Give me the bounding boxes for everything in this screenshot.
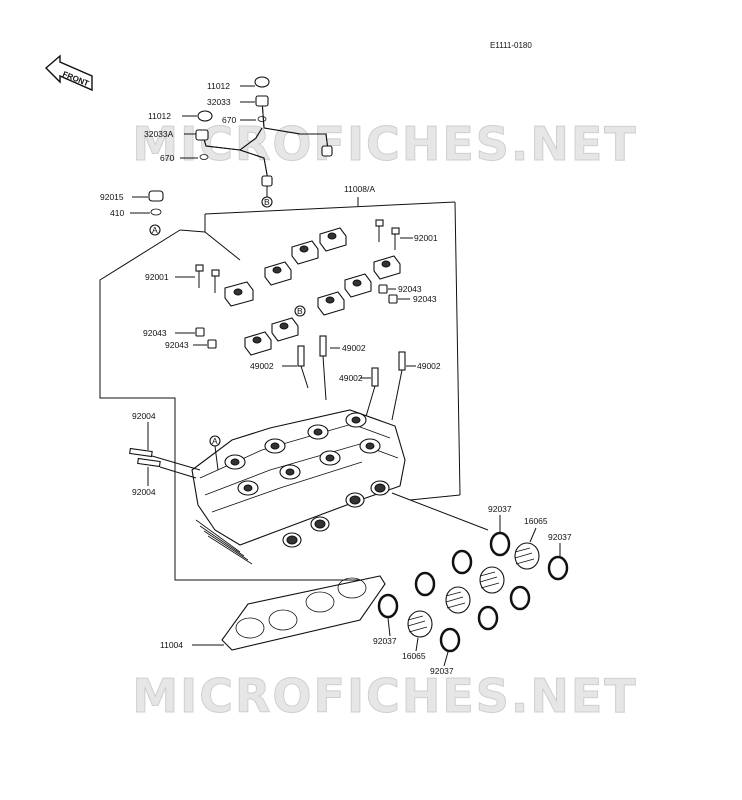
front-arrow-icon: FRONT <box>44 54 93 92</box>
part-16065-b: 16065 <box>402 651 426 661</box>
part-11012-top: 11012 <box>207 81 230 91</box>
studs-92004: 92004 92004 <box>129 411 201 497</box>
part-32033A: 32033A <box>144 129 174 139</box>
cylinder-head: A <box>191 409 489 565</box>
head-gasket: 11004 <box>160 575 386 651</box>
part-92043-l1: 92043 <box>143 328 167 338</box>
part-92043-r2: 92043 <box>413 294 437 304</box>
top-labels: 11012 32033 670 11012 32033A 670 B <box>144 81 273 208</box>
dowel-pins: 92043 92043 92043 92043 <box>143 284 437 350</box>
watermark-top: MICROFICHES.NET <box>132 117 637 171</box>
part-670-top: 670 <box>222 115 236 125</box>
part-49002-c: 49002 <box>339 373 363 383</box>
part-92004-top: 92004 <box>132 411 156 421</box>
callout-a-top: A <box>152 225 158 235</box>
part-92037-a: 92037 <box>488 504 512 514</box>
part-92001-right: 92001 <box>414 233 438 243</box>
cap-bolt-group: 92015 410 A <box>100 190 164 236</box>
part-11004: 11004 <box>160 640 183 650</box>
part-92001-left: 92001 <box>145 272 169 282</box>
part-49002-b: 49002 <box>250 361 274 371</box>
callout-a-head: A <box>212 436 218 446</box>
part-92037-c: 92037 <box>373 636 397 646</box>
callout-b-mid: B <box>297 306 303 316</box>
watermark-bottom: MICROFICHES.NET <box>132 669 637 723</box>
assembly-outline: 11008/A <box>99 184 461 581</box>
diagram-code: E1111-0180 <box>490 41 532 50</box>
cap-bolts: 92001 92001 <box>145 219 438 293</box>
studs-49002: 49002 49002 49002 49002 <box>250 335 441 421</box>
part-16065-a: 16065 <box>524 516 548 526</box>
callout-b-top: B <box>264 197 270 207</box>
part-49002-a: 49002 <box>342 343 366 353</box>
part-11008A: 11008/A <box>344 184 375 194</box>
camshaft-caps: B <box>224 227 401 356</box>
part-49002-d: 49002 <box>417 361 441 371</box>
part-32033: 32033 <box>207 97 231 107</box>
part-92004-bot: 92004 <box>132 487 156 497</box>
oil-pipe-assembly <box>195 76 333 187</box>
part-92015: 92015 <box>100 192 124 202</box>
intake-holders: 92037 16065 92037 92037 16065 92037 <box>373 504 572 676</box>
part-670-left: 670 <box>160 153 174 163</box>
part-92043-r1: 92043 <box>398 284 422 294</box>
part-11012-left: 11012 <box>148 111 171 121</box>
part-410: 410 <box>110 208 124 218</box>
part-92037-b: 92037 <box>548 532 572 542</box>
part-92037-d: 92037 <box>430 666 454 676</box>
part-92043-l2: 92043 <box>165 340 189 350</box>
